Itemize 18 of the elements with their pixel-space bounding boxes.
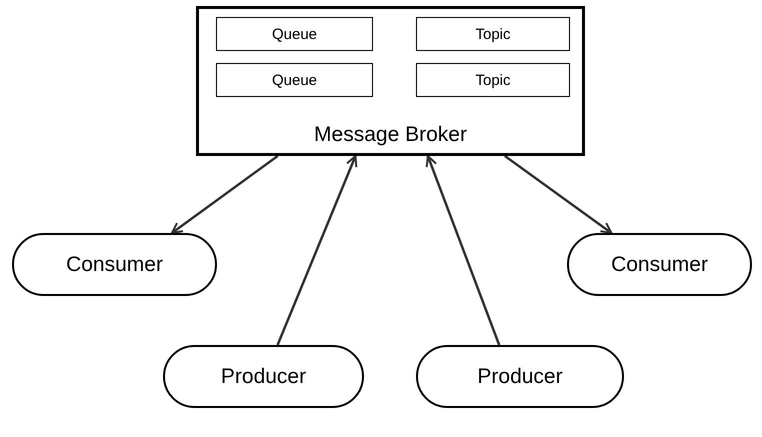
node-label: Consumer [611,252,708,276]
queue-box [216,17,373,51]
queue-box [416,63,570,97]
node-label: Queue [272,72,318,88]
arrow [426,155,500,346]
broker-box [196,6,585,156]
node-label: Producer [220,364,306,388]
arrow [504,154,612,234]
node-label: Topic [475,26,511,42]
node-label: Consumer [66,252,163,276]
node-label: Producer [477,364,563,388]
node-label: Message Broker [313,123,468,147]
queue-box [216,63,373,97]
arrow [276,155,358,346]
queue-box [416,17,570,51]
node-label: Topic [475,72,511,88]
node-label: Queue [272,26,318,42]
arrow [170,154,278,234]
